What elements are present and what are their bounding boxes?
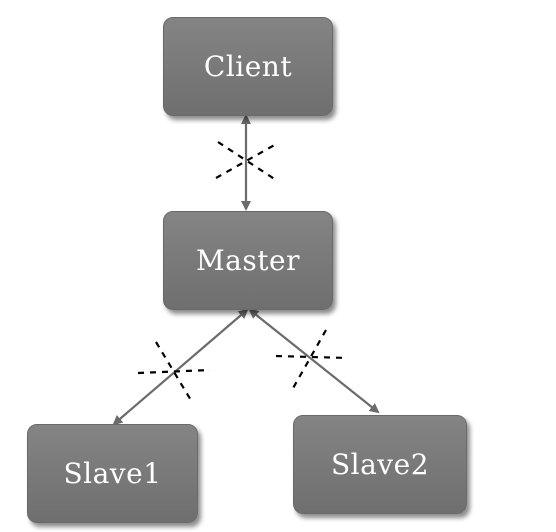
node-client[interactable]: Client bbox=[163, 17, 333, 116]
node-slave1-label: Slave1 bbox=[63, 457, 162, 490]
edge-master-slave1 bbox=[112, 308, 249, 426]
edge-master-slave2 bbox=[248, 308, 380, 414]
node-slave1[interactable]: Slave1 bbox=[27, 424, 198, 523]
node-client-label: Client bbox=[203, 50, 293, 83]
node-slave2-label: Slave2 bbox=[330, 448, 430, 481]
node-slave2[interactable]: Slave2 bbox=[293, 415, 467, 514]
break-mark-master-slave2 bbox=[275, 329, 349, 391]
node-master[interactable]: Master bbox=[163, 211, 333, 310]
break-mark-master-slave1 bbox=[137, 341, 211, 403]
node-master-label: Master bbox=[196, 244, 300, 277]
